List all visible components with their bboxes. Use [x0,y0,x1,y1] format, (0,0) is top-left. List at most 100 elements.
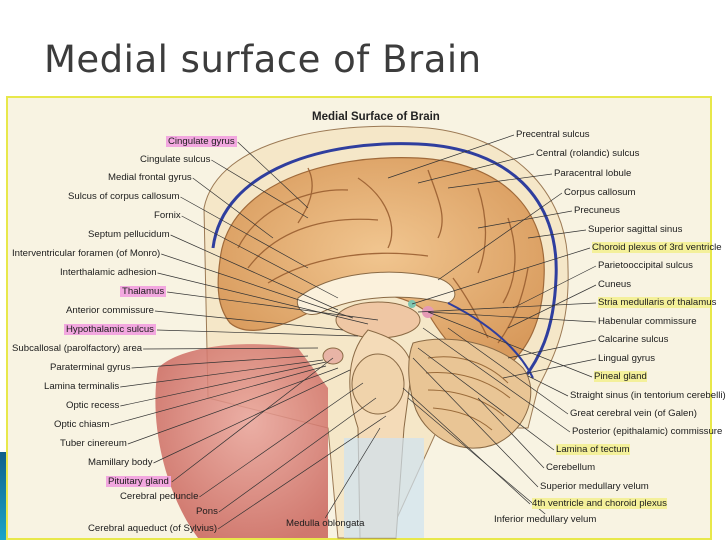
leader-line [167,291,379,321]
label-septum-pellucidum: Septum pellucidum [88,229,170,240]
label-fornix: Fornix [154,210,181,221]
pons [351,353,405,415]
label-superior-sagittal-sinus: Superior sagittal sinus [588,224,683,235]
leader-line [387,134,515,179]
label-stria-medullaris-of-thalamus: Stria medullaris of thalamus [598,297,717,308]
label-optic-recess: Optic recess [66,400,120,411]
label-optic-chiasm: Optic chiasm [54,419,110,430]
leader-line [512,265,597,309]
label-choroid-plexus-of-3rd-ventricle: Choroid plexus of 3rd ventricle [592,242,722,253]
leader-line [477,397,545,469]
leader-line [417,153,535,184]
label-medulla-oblongata: Medulla oblongata [286,518,365,529]
leader-line [402,387,531,505]
slide-title: Medial surface of Brain [44,38,482,81]
label-cerebral-peduncle: Cerebral peduncle [120,491,199,502]
leader-line [199,382,364,498]
label-straight-sinus-in-tentorium-cerebelli: Straight sinus (in tentorium cerebelli) [570,390,726,401]
label-pons: Pons [196,506,218,517]
leader-line [527,229,587,239]
cerebellar-folia [425,356,511,431]
label-corpus-callosum: Corpus callosum [564,187,636,198]
leader-line [131,355,309,369]
leader-line [237,141,309,209]
leader-line [170,234,339,311]
label-cerebral-aqueduct-of-sylvius: Cerebral aqueduct (of Sylvius) [88,523,218,534]
leader-line [192,177,274,239]
leader-line [211,159,309,219]
label-parietooccipital-sulcus: Parietooccipital sulcus [598,260,693,271]
leader-line [180,196,309,269]
leader-line [527,375,569,397]
label-4th-ventricle-and-choroid-plexus: 4th ventricle and choroid plexus [532,498,667,509]
label-tuber-cinereum: Tuber cinereum [60,438,127,449]
leader-line [157,272,369,325]
pituitary-shape [322,347,344,365]
leader-line [324,427,381,519]
label-hypothalamic-sulcus: Hypothalamic sulcus [64,324,156,335]
label-anterior-commissure: Anterior commissure [66,305,154,316]
figure-heading: Medial Surface of Brain [312,111,440,123]
leader-line [154,310,344,331]
nasal-tissue [155,344,328,538]
left-accent-bar [0,452,6,540]
leader-line [422,327,571,433]
leader-line [407,397,546,515]
leader-line [447,173,553,189]
label-thalamus: Thalamus [120,286,167,297]
leader-line [143,347,319,350]
label-cingulate-gyrus: Cingulate gyrus [166,136,237,147]
leader-lines [110,134,597,530]
leader-line [171,357,334,483]
leader-line [477,210,573,229]
leader-line [120,361,327,407]
leader-line [507,339,597,359]
leader-line [411,247,591,305]
label-pineal-gland: Pineal gland [594,371,647,382]
label-paraterminal-gyrus: Paraterminal gyrus [50,362,131,373]
gyri-pattern [237,167,529,344]
label-subcallosal-parolfactory-area: Subcallosal (parolfactory) area [12,343,143,354]
leader-line [502,358,597,379]
leader-line [217,415,387,530]
leader-line [110,365,327,426]
leader-line [507,284,597,329]
label-cingulate-sulcus: Cingulate sulcus [140,154,211,165]
label-calcarine-sulcus: Calcarine sulcus [598,334,669,345]
label-medial-frontal-gyrus: Medial frontal gyrus [108,172,192,183]
leader-line [427,311,593,378]
label-interventricular-foramen-of-monro: Interventricular foramen (of Monro) [12,248,161,259]
label-cuneus: Cuneus [598,279,632,290]
label-mamillary-body: Mamillary body [88,457,153,468]
label-lamina-terminalis: Lamina terminalis [44,381,120,392]
spinal-canal [344,438,424,538]
leader-line [427,311,597,323]
leader-line [161,253,354,319]
leader-line [417,347,555,451]
leader-line [156,329,359,337]
label-precentral-sulcus: Precentral sulcus [516,129,590,140]
label-inferior-medullary-velum: Inferior medullary velum [494,514,597,525]
label-superior-medullary-velum: Superior medullary velum [540,481,649,492]
label-great-cerebral-vein-of-galen: Great cerebral vein (of Galen) [570,408,697,419]
leader-line [417,302,597,313]
leader-line [218,397,377,513]
label-lingual-gyrus: Lingual gyrus [598,353,656,364]
label-interthalamic-adhesion: Interthalamic adhesion [60,267,157,278]
label-habenular-commissure: Habenular commissure [598,316,697,327]
leader-line [437,192,563,281]
label-cerebellum: Cerebellum [546,462,596,473]
label-central-rolandic-sulcus: Central (rolandic) sulcus [536,148,640,159]
leader-line [447,327,569,415]
label-posterior-epithalamic-commissure: Posterior (epithalamic) commissure [572,426,723,437]
label-sulcus-of-corpus-callosum: Sulcus of corpus callosum [68,191,180,202]
leader-line [120,359,324,388]
label-paracentral-lobule: Paracentral lobule [554,168,632,179]
label-pituitary-gland: Pituitary gland [106,476,171,487]
leader-line [153,369,351,464]
label-lamina-of-tectum: Lamina of tectum [556,444,630,455]
leader-line [412,357,539,488]
brain-illustration [110,125,597,539]
leader-line [181,215,339,299]
